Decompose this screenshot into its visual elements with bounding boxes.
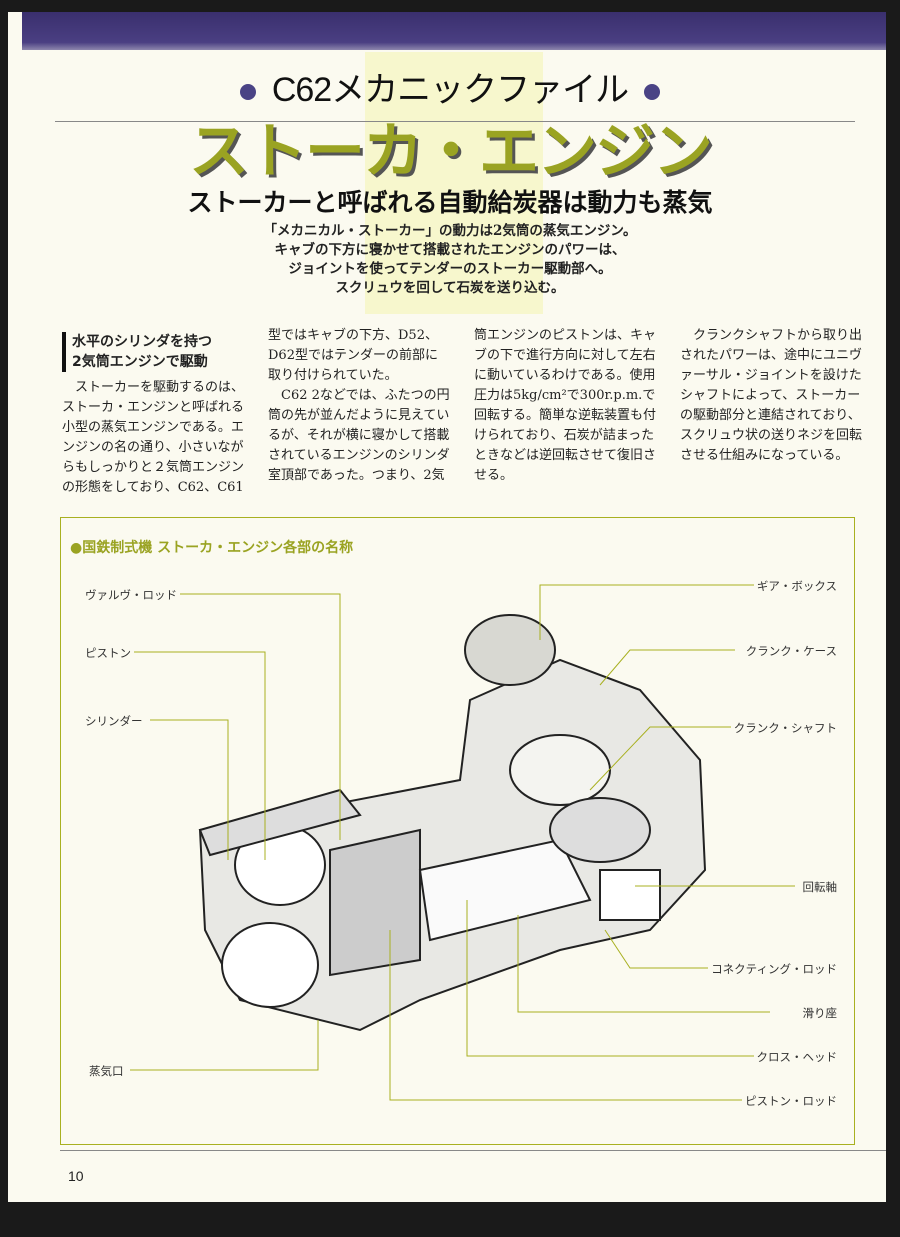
lead-line: 「メカニカル・ストーカー」の動力は2気筒の蒸気エンジン。	[263, 223, 637, 239]
bullet-icon	[239, 84, 256, 101]
paragraph: クランクシャフトから取り出されたパワーは、途中にユニヴァーサル・ジョイントを設け…	[680, 328, 863, 463]
page-title: ストーカ・エンジン	[189, 117, 713, 187]
article-body: 水平のシリンダを持つ 2気筒エンジンで駆動 ストーカーを駆動するのは、ストーカ・エ…	[62, 326, 862, 498]
bullet-icon	[644, 84, 661, 101]
heading-line: 水平のシリンダを持つ	[72, 334, 212, 350]
paragraph: C62 2などでは、ふたつの円筒の先が並んだように見えているが、それが横に寝かし…	[268, 328, 657, 483]
label-valve-rod: ヴァルヴ・ロッド	[82, 587, 180, 603]
label-piston: ピストン	[82, 645, 134, 661]
lead-line: ジョイントを使ってテンダーのストーカー駆動部へ。	[288, 261, 612, 277]
highlight-strip	[365, 52, 543, 314]
label-crosshead: クロス・ヘッド	[753, 1049, 840, 1065]
label-connecting-rod: コネクティング・ロッド	[708, 961, 840, 977]
divider	[55, 121, 855, 122]
label-crank-shaft: クランク・シャフト	[730, 720, 840, 736]
paragraph: ストーカーを駆動するのは、ストーカ・エンジンと呼ばれる小型の蒸気エンジンである。…	[62, 328, 438, 495]
footer-rule	[60, 1150, 886, 1151]
label-slide: 滑り座	[799, 1005, 840, 1021]
lead-line: キャブの下方に寝かせて搭載されたエンジンのパワーは、	[274, 242, 626, 258]
label-cylinder: シリンダー	[82, 713, 146, 729]
label-rotating-shaft: 回転軸	[799, 879, 840, 895]
figure-title: ●国鉄制式機 ストーカ・エンジン各部の名称	[70, 540, 354, 556]
article-heading: 水平のシリンダを持つ 2気筒エンジンで駆動	[62, 332, 244, 372]
lead-line: スクリュウを回して石炭を送り込む。	[335, 280, 565, 296]
label-crank-case: クランク・ケース	[742, 643, 840, 659]
lead-text: 「メカニカル・ストーカー」の動力は2気筒の蒸気エンジン。 キャブの下方に寝かせて…	[0, 222, 900, 298]
label-steam-port: 蒸気口	[86, 1063, 127, 1079]
engine-illustration	[198, 614, 707, 1032]
header-band	[22, 12, 886, 50]
page-number: 10	[68, 1168, 84, 1184]
series-title: C62メカニックファイル	[0, 70, 900, 110]
heading-line: 2気筒エンジンで駆動	[72, 354, 208, 370]
subtitle: ストーカーと呼ばれる自動給炭器は動力も蒸気	[187, 188, 713, 217]
label-gear-box: ギア・ボックス	[753, 578, 840, 594]
label-piston-rod: ピストン・ロッド	[742, 1093, 840, 1109]
series-text: C62メカニックファイル	[271, 71, 629, 109]
leader-lines	[130, 584, 795, 1101]
figure-frame	[60, 517, 855, 1145]
